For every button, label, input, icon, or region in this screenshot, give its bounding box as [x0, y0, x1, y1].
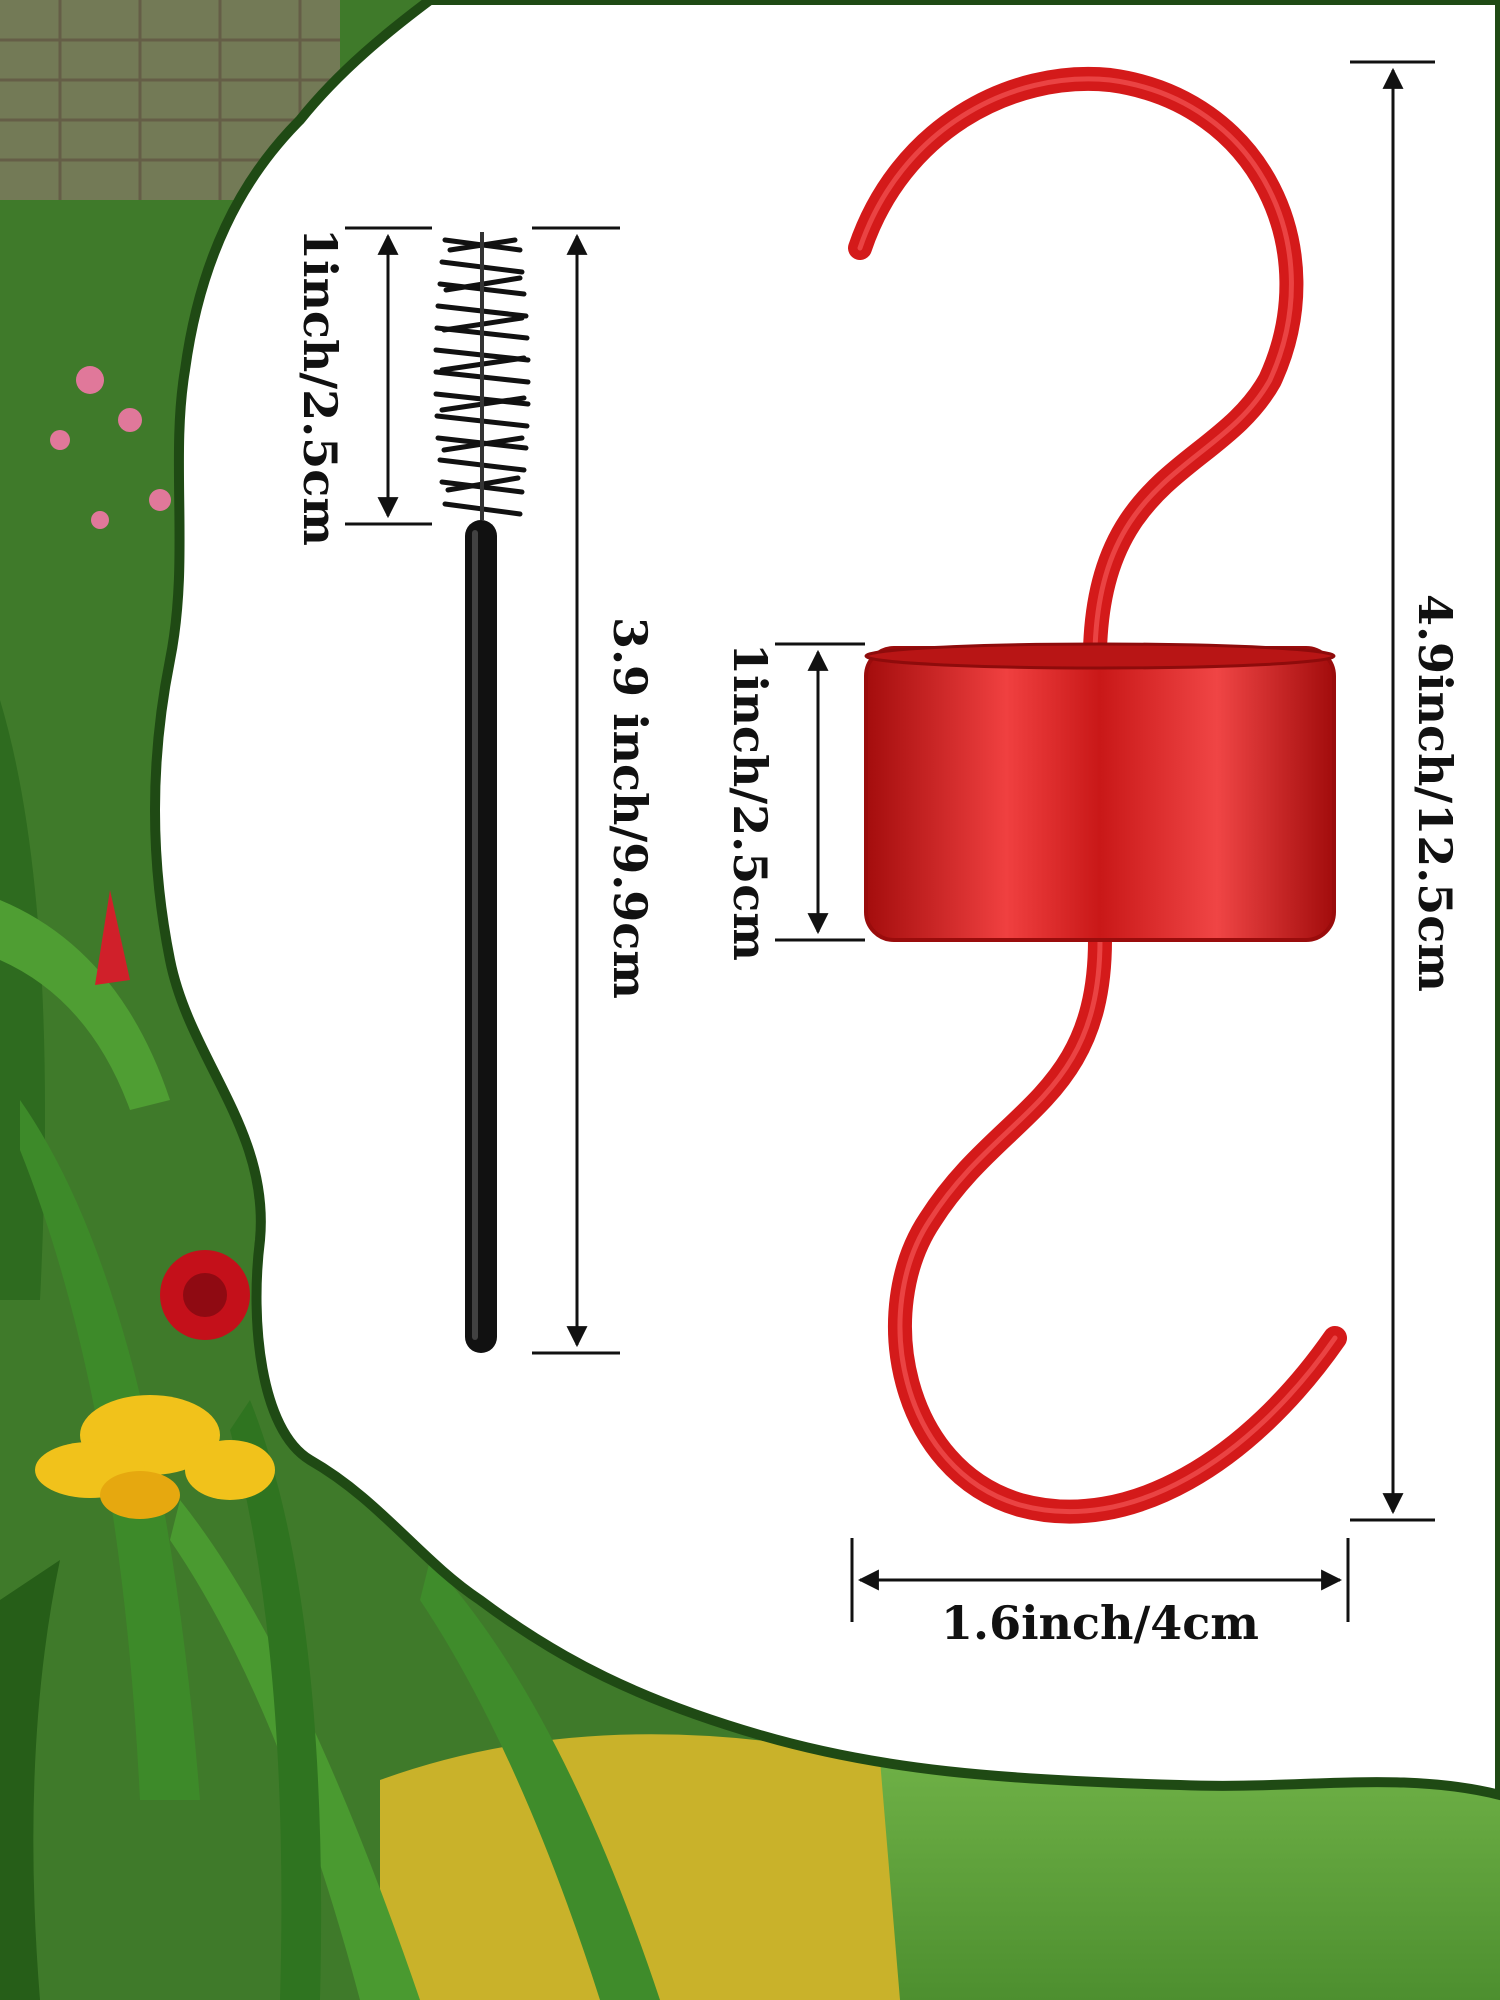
yellow-lily	[35, 1395, 275, 1519]
hook-total-height-label: 4.9inch/12.5cm	[1408, 594, 1462, 992]
red-garden-ornament	[95, 890, 130, 985]
ant-moat-hook	[848, 67, 1347, 1524]
brush-total-length-label: 3.9 inch/9.9cm	[603, 617, 657, 999]
moat-cup	[864, 646, 1336, 942]
brush-handle	[465, 520, 497, 1353]
pink-flowers	[50, 366, 171, 529]
yellow-flower-bed	[380, 1734, 900, 2000]
brush-length-dimension	[532, 226, 620, 1355]
cleaning-brush	[433, 232, 531, 1353]
hook-width-label: 1.6inch/4cm	[941, 1596, 1259, 1650]
brush-tip-length-label: 1inch/2.5cm	[293, 228, 347, 546]
cup-height-dimension	[775, 642, 865, 942]
hook-width-dimension	[850, 1538, 1350, 1622]
brush-tip-dimension	[345, 226, 432, 526]
cup-height-label: 1inch/2.5cm	[723, 643, 777, 961]
hook-height-dimension	[1350, 60, 1435, 1522]
